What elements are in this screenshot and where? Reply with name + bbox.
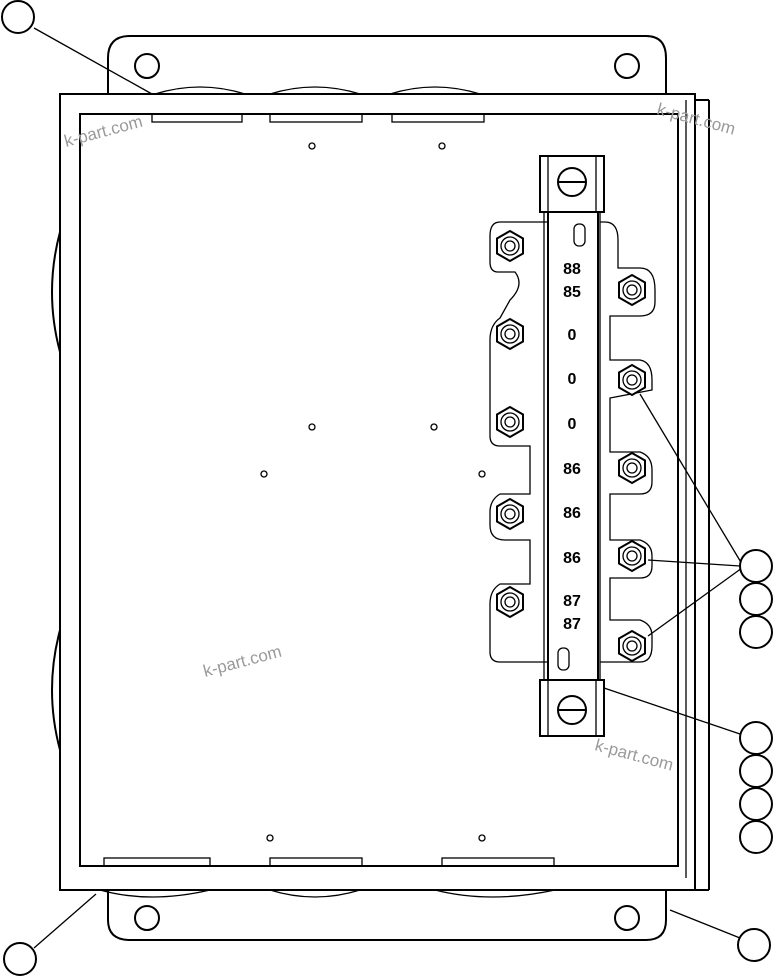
terminal-label-6: 86	[563, 461, 581, 478]
hex-nut-1	[496, 229, 524, 263]
callout-bottom-left	[3, 942, 37, 976]
terminal-label-5: 0	[568, 416, 577, 433]
hex-nut-6	[618, 273, 646, 307]
watermark-1: k-part.com	[62, 112, 144, 151]
leader-lines	[33, 27, 743, 949]
box-body	[51, 93, 710, 891]
callout-right-d	[739, 721, 773, 755]
watermark-4: k-part.com	[593, 736, 675, 775]
terminal-label-8: 86	[563, 550, 581, 567]
hex-nut-7	[618, 363, 646, 397]
terminal-label-3: 0	[568, 327, 577, 344]
hex-nuts	[496, 229, 646, 663]
terminal-label-2: 85	[563, 284, 581, 301]
hex-nut-5	[496, 585, 524, 619]
top-mounting-flange	[60, 35, 667, 95]
callout-right-c	[739, 615, 773, 649]
callout-right-e	[739, 754, 773, 788]
callout-right-f	[739, 787, 773, 821]
hex-nut-8	[618, 451, 646, 485]
watermarks: k-part.com k-part.com k-part.com k-part.…	[62, 100, 737, 775]
terminal-label-7: 86	[563, 505, 581, 522]
callout-right-b	[739, 582, 773, 616]
watermark-2: k-part.com	[655, 100, 737, 139]
watermark-3: k-part.com	[201, 642, 283, 681]
terminal-label-9: 87	[563, 593, 581, 610]
bottom-mounting-flange	[99, 889, 667, 941]
terminal-labels: 88 85 0 0 0 86 86 86 87 87	[563, 261, 581, 633]
hex-nut-3	[496, 405, 524, 439]
callout-top-left	[1, 0, 35, 34]
callout-bottom-right	[737, 928, 771, 962]
hex-nut-4	[496, 497, 524, 531]
terminal-label-10: 87	[563, 616, 581, 633]
callout-right-a	[739, 549, 773, 583]
callout-right-g	[739, 820, 773, 854]
terminal-strip	[489, 155, 656, 737]
terminal-label-1: 88	[563, 261, 581, 278]
hex-nut-2	[496, 317, 524, 351]
hex-nut-10	[618, 629, 646, 663]
mounting-holes	[260, 142, 486, 842]
terminal-label-4: 0	[568, 371, 577, 388]
hex-nut-9	[618, 539, 646, 573]
